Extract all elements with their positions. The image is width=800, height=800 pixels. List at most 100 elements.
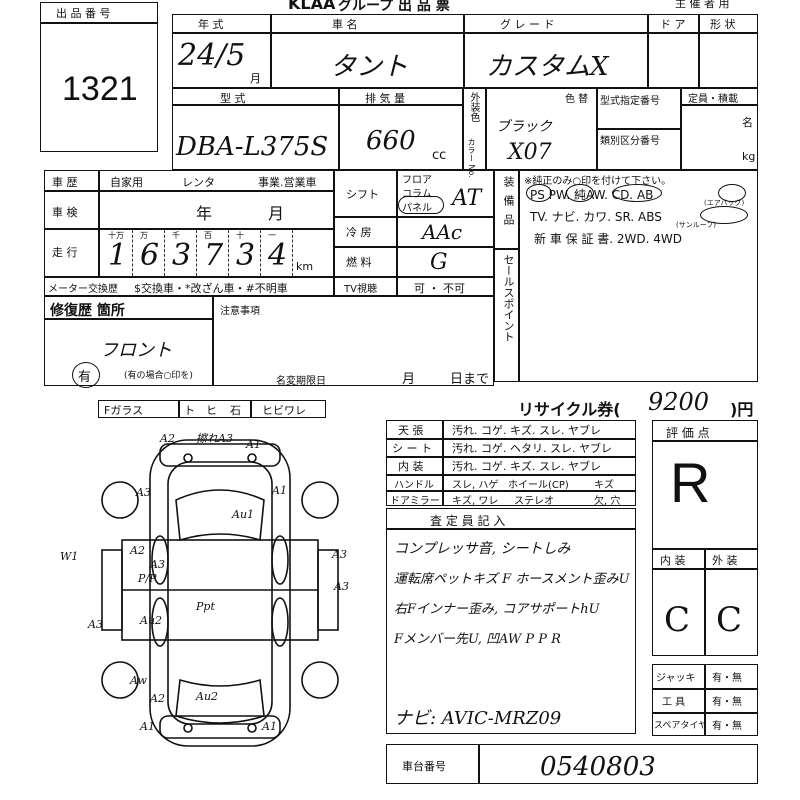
color-no-label: カラー No.: [467, 138, 476, 178]
name-change-month: 月: [402, 372, 416, 387]
exterior-color-label: 外装色: [468, 92, 479, 122]
inspector-block: [386, 508, 636, 734]
inspector-line-1: コンプレッサ音, シートしみ: [394, 541, 571, 557]
chassis-value: 0540803: [540, 752, 656, 782]
glass-crack: ヒビワレ: [262, 404, 306, 417]
mileage-digit-unit: 十万: [108, 231, 124, 240]
equipment-block: [494, 170, 758, 382]
diagram-mark: 擦れA3: [196, 432, 233, 445]
shift-value: AT: [452, 186, 482, 211]
tool-jack-opts: 有・無: [712, 673, 742, 684]
model-value: DBA-L375S: [176, 132, 329, 162]
diagram-mark: A1: [246, 438, 261, 451]
mileage-digit-unit: 十: [236, 231, 244, 240]
cond-stereo-opts: 欠, 穴: [594, 496, 621, 507]
glass-hi: ヒ: [206, 404, 217, 417]
km-unit: km: [296, 260, 314, 273]
diagram-mark: W1: [60, 550, 79, 563]
car-name-label: 車 名: [332, 18, 358, 31]
ac-label: 冷 房: [346, 226, 372, 239]
inspector-label: 査 定 員 記 入: [430, 514, 506, 528]
sunroof-label: (サンルーフ): [676, 221, 717, 229]
use-business: 事業.営業車: [258, 176, 317, 189]
repair-label: 修復歴 箇所: [50, 303, 125, 319]
cond-mirror-opts: キズ, ワレ: [452, 496, 499, 507]
tool-tools-opts: 有・無: [712, 697, 742, 708]
diagram-mark: A1: [140, 720, 155, 733]
cond-ceiling-label: 天 張: [398, 424, 424, 437]
capacity-label: 定員・積載: [688, 94, 738, 105]
repair-block: [44, 296, 494, 386]
cond-mirror-label: ドアミラー: [390, 496, 440, 507]
glass-row: [98, 400, 326, 418]
diagram-mark: Au2: [196, 690, 219, 703]
lot-box: [40, 2, 158, 152]
mileage-digit: 6: [140, 238, 160, 273]
recycle-label: リサイクル券(: [518, 400, 621, 419]
tv-label: TV視聴: [344, 284, 377, 295]
cond-seat-opts: 汚れ. コゲ. ヘタリ. スレ. ヤブレ: [452, 442, 612, 455]
ac-value: AAc: [422, 220, 463, 244]
exterior-grade: C: [716, 600, 743, 640]
color-value: ブラック: [496, 119, 552, 135]
second-row: [172, 88, 758, 170]
inspector-line-4: Fメンバー先U, 凹AW P P R: [394, 632, 561, 647]
inspection-label: 車 検: [52, 206, 78, 219]
inspection-year-unit: 年: [196, 204, 213, 223]
repair-has-note: (有の場合○印を): [124, 371, 193, 381]
shift-label: シフト: [346, 188, 379, 201]
diagram-mark: A2: [150, 692, 165, 705]
diagram-mark: Aw: [130, 674, 147, 687]
diagram-mark: A1: [262, 720, 277, 733]
color-no-value: X07: [508, 140, 552, 165]
header-logo: KLAA: [288, 0, 336, 13]
exterior-grade-label: 外 装: [712, 554, 738, 567]
notes-label: 注意事項: [220, 306, 260, 317]
use-rental: レンタ: [182, 176, 215, 189]
use-private: 自家用: [110, 176, 143, 189]
interior-grade: C: [664, 600, 691, 640]
sale-point-label: セールスポイント: [502, 254, 515, 342]
cc-unit: cc: [432, 148, 447, 163]
mileage-digit-unit: 一: [268, 231, 276, 240]
top-row: [172, 14, 758, 88]
diagram-mark: A3: [150, 558, 165, 571]
equipment-note: ※純正のみ○印を付けて下さい。: [524, 176, 672, 187]
tool-tools-label: 工 具: [662, 697, 686, 708]
people-unit: 名: [742, 116, 753, 129]
grade-label: 評 価 点: [666, 426, 710, 440]
name-change-label: 名変期限日: [276, 376, 326, 387]
lot-number: 1321: [62, 70, 138, 108]
mileage-digit: 1: [108, 238, 128, 273]
color-change-label: 色 替: [565, 94, 589, 105]
fuel-value: G: [430, 250, 448, 275]
cond-ceiling-opts: 汚れ. コゲ. キズ. スレ. ヤブレ: [452, 424, 601, 437]
grade-label: グ レ ー ド: [500, 18, 555, 31]
recycle-unit: )円: [730, 400, 754, 419]
specs-block: [334, 170, 494, 296]
displacement-label: 排 気 量: [365, 92, 405, 105]
header-title: グループ 出 品 票: [338, 0, 450, 14]
glass-front: Fガラス: [104, 404, 144, 417]
equipment-line3: 新 車 保 証 書. 2WD. 4WD: [534, 232, 682, 246]
mileage-digit: 3: [172, 238, 192, 273]
model-no-label: 型式指定番号: [600, 96, 660, 107]
diagram-mark: A3: [136, 486, 151, 499]
cond-interior-label: 内 装: [398, 460, 424, 473]
diagram-mark: A2: [160, 432, 175, 445]
diagram-mark: A3: [332, 548, 347, 561]
shift-floor: フロア: [402, 175, 432, 186]
equipment-label: 装備品: [502, 176, 515, 233]
repair-handwritten: フロント: [100, 340, 172, 361]
chassis-block: [386, 744, 758, 784]
mileage-digit-unit: 万: [140, 231, 148, 240]
fuel-label: 燃 料: [346, 256, 372, 269]
diagram-mark: A3: [88, 618, 103, 631]
interior-grade-label: 内 装: [660, 554, 686, 567]
mileage-digit: 7: [204, 238, 224, 273]
cond-seat-label: シ ー ト: [392, 442, 432, 455]
cond-handle-opts: スレ, ハゲ: [452, 480, 499, 491]
